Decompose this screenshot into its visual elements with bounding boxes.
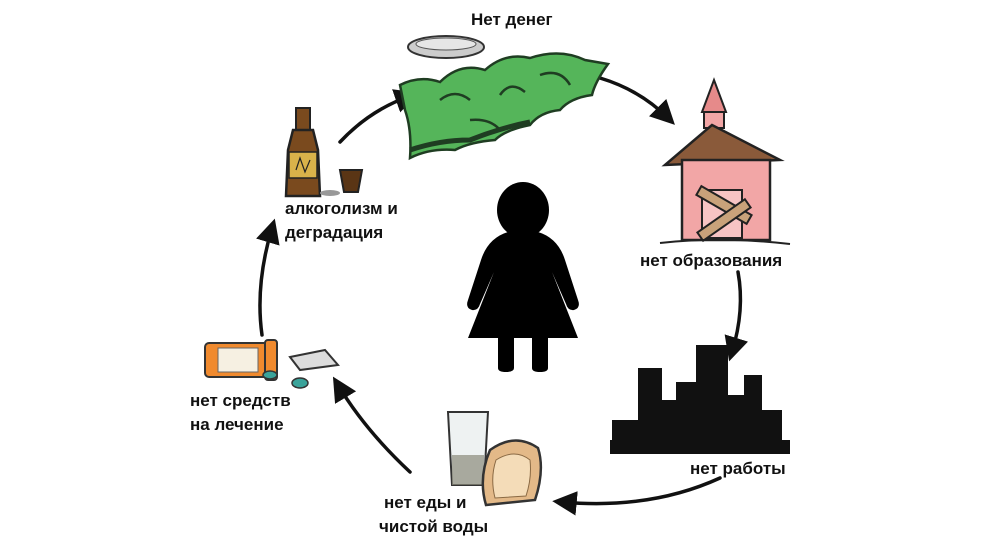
label-no-food-water: нет еды и чистой воды bbox=[379, 491, 488, 539]
label-no-treatment: нет средств на лечение bbox=[190, 389, 291, 437]
label-no-food-line2: чистой воды bbox=[379, 517, 489, 536]
arrow-alcohol-to-money bbox=[338, 89, 420, 144]
arrow-education-to-work bbox=[724, 270, 749, 362]
label-no-work-text: нет работы bbox=[690, 459, 786, 478]
medicine-illustration bbox=[204, 339, 340, 389]
label-no-money: Нет денег bbox=[471, 8, 553, 32]
label-no-education-text: нет образования bbox=[640, 251, 783, 270]
food-water-illustration bbox=[446, 411, 543, 507]
arrow-work-to-food bbox=[552, 476, 722, 516]
label-no-treatment-line2: на лечение bbox=[190, 415, 284, 434]
label-no-food-line1: нет еды и bbox=[384, 493, 467, 512]
label-no-education: нет образования bbox=[640, 249, 782, 273]
label-no-money-text: Нет денег bbox=[471, 10, 553, 29]
bell-tower-icon bbox=[700, 77, 728, 113]
money-illustration bbox=[398, 35, 611, 161]
arrow-food-to-treatment bbox=[332, 376, 412, 474]
arrow-money-to-education bbox=[598, 76, 675, 125]
banknote-icon bbox=[398, 52, 611, 161]
cycle-arrows bbox=[256, 76, 749, 516]
alcohol-illustration bbox=[284, 107, 364, 198]
label-alcoholism-line2: деградация bbox=[285, 223, 384, 242]
school-illustration bbox=[659, 77, 791, 245]
woman-figure-icon bbox=[467, 182, 579, 372]
label-alcoholism-line1: алкоголизм и bbox=[285, 199, 398, 218]
label-alcoholism: алкоголизм и деградация bbox=[285, 197, 398, 245]
blister-pack-icon bbox=[288, 348, 340, 372]
arrow-treatment-to-alcohol bbox=[256, 218, 280, 337]
shot-glass-icon bbox=[338, 169, 364, 193]
city-skyline-illustration bbox=[610, 345, 790, 454]
label-no-work: нет работы bbox=[690, 457, 786, 481]
label-no-treatment-line1: нет средств bbox=[190, 391, 291, 410]
pill-icon bbox=[291, 377, 309, 389]
